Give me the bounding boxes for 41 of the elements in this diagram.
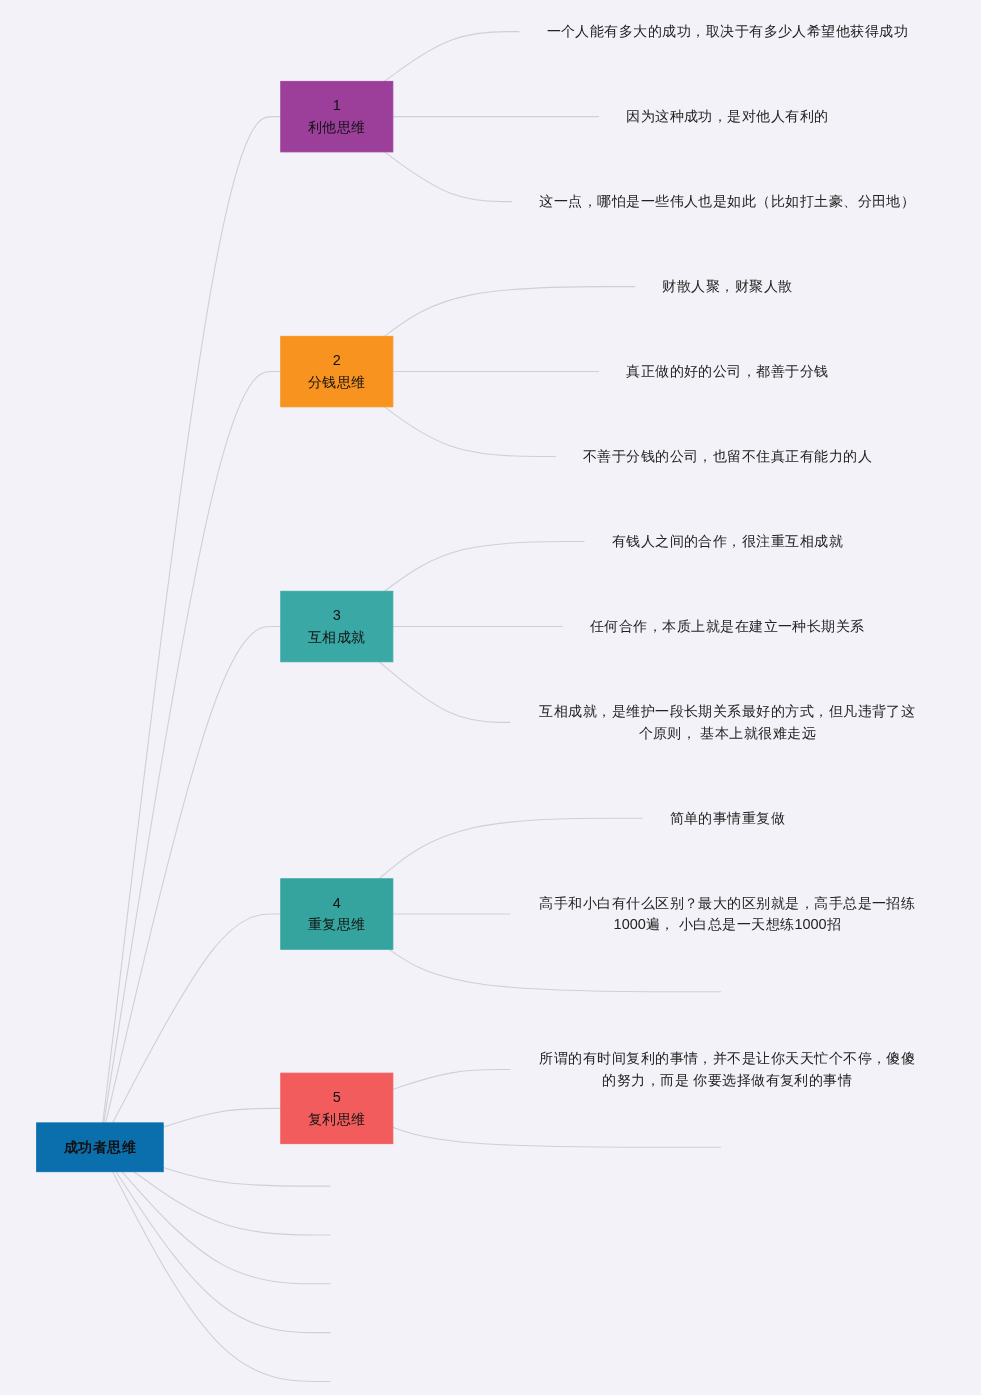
node-text: 真正做的好的公司，都善于分钱	[626, 363, 829, 379]
connector	[378, 817, 643, 880]
node-box: 4 重复思维	[280, 878, 394, 950]
connector	[383, 151, 513, 203]
connector	[392, 371, 600, 373]
connector	[392, 1069, 511, 1090]
node-text: 这一点，哪怕是一些伟人也是如此（比如打土豪、分田地）	[539, 193, 916, 209]
connector	[378, 661, 511, 723]
node-text: 简单的事情重复做	[669, 810, 786, 826]
connector	[112, 1171, 332, 1382]
node-box: 5 复利思维	[280, 1072, 394, 1145]
connector	[115, 1171, 332, 1334]
connector	[392, 626, 564, 628]
connector	[105, 626, 282, 1124]
connector	[392, 1126, 722, 1148]
connector	[392, 116, 600, 118]
node-box: 成功者思维	[36, 1122, 164, 1173]
connector	[162, 1107, 282, 1128]
node-text: 不善于分钱的公司，也留不住真正有能力的人	[582, 448, 873, 464]
node-box: 1 利他思维	[280, 80, 394, 153]
node-text: 互相成就，是维护一段长期关系最好的方式，但凡违背了这个原则， 基本上就很难走远	[539, 703, 916, 741]
connector	[383, 406, 557, 458]
connector	[388, 948, 722, 993]
connector	[383, 286, 636, 337]
node-text: 所谓的有时间复利的事情，并不是让你天天忙个不停，傻傻的努力，而是 你要选择做有复利的事情	[539, 1050, 916, 1088]
node-text: 财散人聚，财聚人散	[662, 278, 793, 294]
node-text: 高手和小白有什么区别？最大的区别就是，高手总是一招练1000遍， 小白总是一天想练1000招	[539, 895, 916, 933]
node-box: 3 互相成就	[280, 590, 394, 663]
connector	[121, 1171, 332, 1285]
connector	[103, 371, 282, 1124]
node-text: 任何合作，本质上就是在建立一种长期关系	[589, 618, 865, 634]
connector	[383, 541, 586, 592]
connector	[162, 1166, 332, 1187]
connector	[383, 31, 520, 82]
node-box: 2 分钱思维	[280, 335, 394, 408]
connector	[112, 913, 282, 1124]
node-text: 有钱人之间的合作，很注重互相成就	[611, 533, 844, 549]
connector	[133, 1171, 332, 1236]
node-text: 因为这种成功，是对他人有利的	[626, 108, 829, 124]
node-text: 一个人能有多大的成功，取决于有多少人希望他获得成功	[546, 23, 909, 39]
connector	[102, 116, 282, 1124]
